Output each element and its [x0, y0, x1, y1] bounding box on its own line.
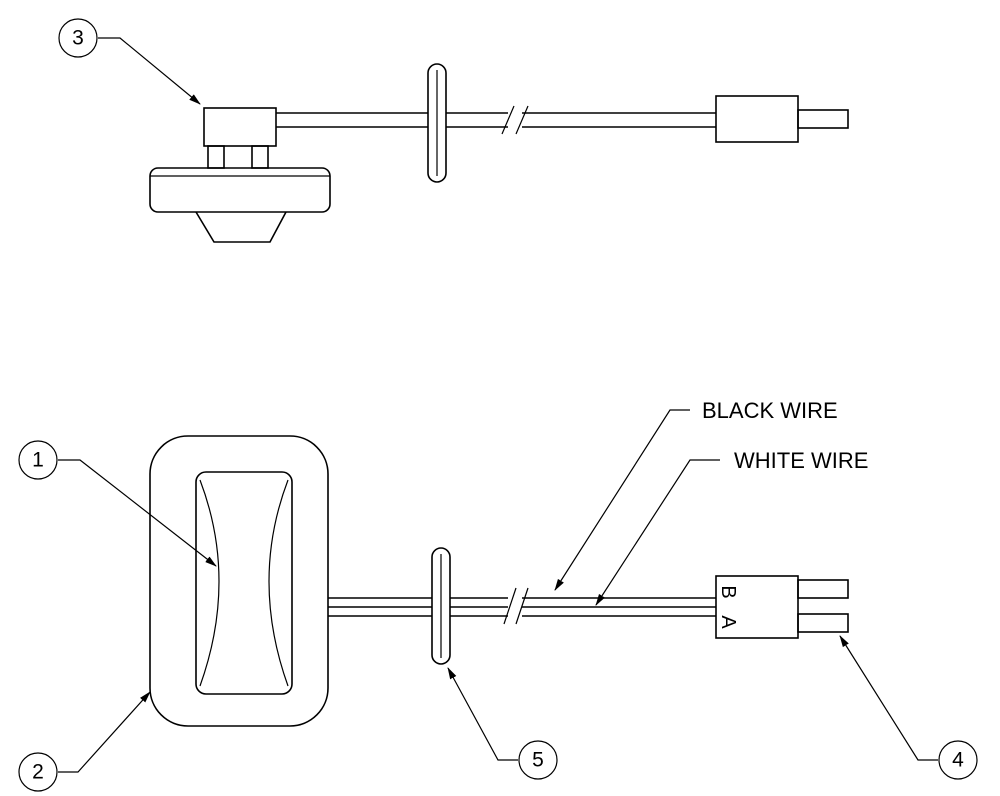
svg-text:2: 2: [32, 761, 44, 784]
svg-text:4: 4: [952, 749, 964, 772]
top-assembly: [149, 63, 849, 243]
top-base-plate: [149, 167, 331, 213]
top-base-cone: [195, 211, 287, 243]
pin-label-a: A: [717, 615, 739, 629]
top-switch-body: [203, 107, 277, 147]
connector-tip-b: [797, 579, 849, 599]
rocker-button: [195, 471, 293, 695]
top-connector-tip: [797, 109, 849, 129]
wire-labels: BLACK WIRE WHITE WIRE: [554, 398, 868, 606]
callout-1: 1: [18, 440, 217, 567]
svg-text:1: 1: [32, 449, 44, 472]
top-connector-body: [715, 95, 799, 143]
bezel-frame: [149, 435, 329, 727]
black-wire-label: BLACK WIRE: [702, 398, 838, 423]
top-leg-left: [207, 145, 225, 169]
bottom-assembly: B A: [149, 435, 849, 727]
bottom-connector-body: [715, 575, 799, 639]
svg-text:5: 5: [532, 749, 544, 772]
top-leg-right: [251, 145, 269, 169]
pin-label-b: B: [717, 585, 739, 598]
callout-4: 4: [839, 635, 978, 780]
callout-2: 2: [18, 691, 151, 792]
white-wire-label: WHITE WIRE: [734, 448, 868, 473]
callout-5: 5: [447, 667, 558, 780]
callout-3: 3: [58, 18, 201, 105]
svg-text:3: 3: [72, 27, 84, 50]
connector-tip-a: [797, 613, 849, 633]
